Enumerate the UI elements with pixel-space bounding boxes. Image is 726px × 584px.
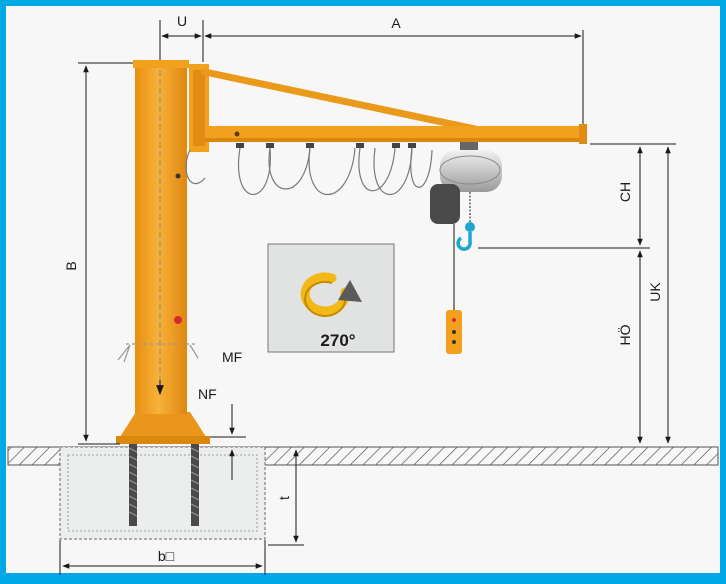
jib-arm [205,124,587,144]
anchor-bolts [128,438,200,526]
nf-label: NF [198,386,217,402]
dim-uk-label: UK [647,282,663,302]
mf-label: MF [222,349,242,365]
hook-chain [456,192,475,251]
dim-u-label: U [177,13,187,29]
crane-column [133,60,189,414]
tie-rod [201,68,484,134]
festoon-trolleys [236,143,416,148]
foundation-block [59,446,266,540]
rotation-arrow-icon [300,272,362,317]
column-marker [174,316,182,324]
cable-festoon [185,147,433,196]
electric-hoist [430,142,502,224]
rotation-angle-label: 270° [320,331,355,350]
dim-ch-label: CH [617,182,633,202]
dim-ho-label: HÖ [616,324,633,345]
column-base [116,412,210,444]
dim-a-label: A [391,15,401,31]
dim-base-label: b□ [158,548,175,564]
dim-b-label: B [63,261,79,270]
rotation-panel: 270° [267,243,395,353]
pendant-control [446,224,462,354]
pivot-bracket [189,64,209,152]
slew-markers [117,343,199,363]
dim-t-label: t [276,496,292,500]
